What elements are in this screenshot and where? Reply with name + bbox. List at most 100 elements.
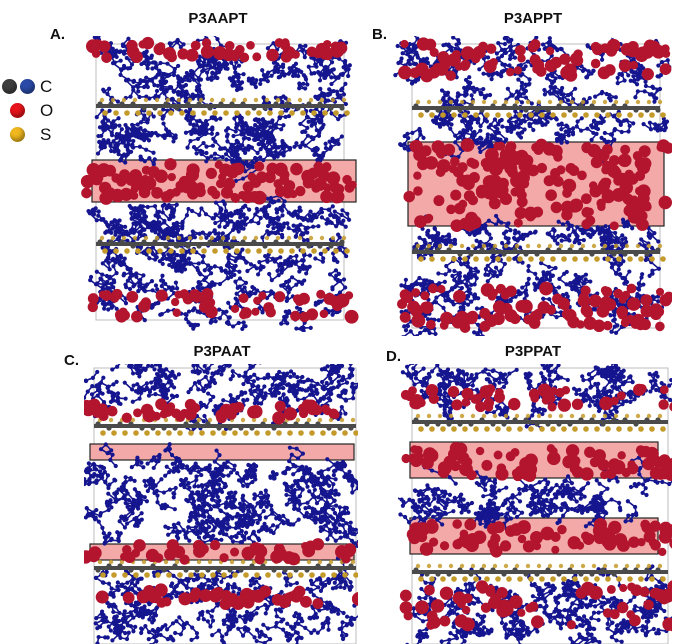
panel-b-atom-mark bbox=[600, 89, 605, 95]
panel-b-atom-mark bbox=[550, 256, 556, 262]
panel-a-atom-mark bbox=[215, 131, 220, 136]
panel-a-atom-mark bbox=[153, 43, 166, 56]
panel-a-atom-mark bbox=[311, 224, 316, 229]
panel-b-atom-mark bbox=[504, 137, 509, 142]
panel-a-atom-mark bbox=[313, 256, 318, 261]
panel-a-atom-mark bbox=[121, 140, 126, 145]
panel-a-atom-mark bbox=[269, 278, 274, 283]
panel-b-atom-mark bbox=[422, 328, 428, 333]
panel-b-atom-mark bbox=[435, 247, 441, 253]
panel-a-atom-mark bbox=[278, 261, 284, 267]
panel-a-atom-mark bbox=[339, 134, 345, 139]
panel-a-atom-mark bbox=[340, 86, 345, 91]
panel-b-atom-mark bbox=[477, 67, 482, 72]
panel-a-atom-mark bbox=[297, 205, 302, 210]
panel-a-atom-mark bbox=[121, 97, 127, 103]
panel-a-atom-mark bbox=[305, 82, 310, 87]
panel-b-atom-mark bbox=[643, 79, 648, 84]
panel-a-atom-mark bbox=[330, 285, 335, 290]
panel-a-atom-mark bbox=[186, 118, 191, 123]
panel-a-atom-mark bbox=[105, 279, 110, 285]
panel-b-atom-mark bbox=[440, 112, 446, 118]
panel-b-atom-mark bbox=[482, 95, 487, 100]
panel-a-atom-mark bbox=[273, 101, 279, 107]
panel-b-atom-mark bbox=[552, 238, 558, 243]
panel-a-atom-mark bbox=[131, 284, 136, 289]
panel-b-atom-mark bbox=[636, 74, 641, 80]
panel-b-atom-mark bbox=[559, 92, 564, 97]
panel-b-atom-mark bbox=[503, 243, 509, 249]
panel-a-atom-mark bbox=[247, 172, 257, 182]
panel-a-atom-mark bbox=[271, 41, 276, 46]
panel-a-atom-mark bbox=[131, 88, 136, 93]
panel-a-atom-mark bbox=[156, 94, 161, 99]
panel-a-atom-mark bbox=[319, 309, 329, 319]
panel-a-atom-mark bbox=[147, 78, 152, 83]
panel-a-atom-mark bbox=[279, 227, 284, 233]
panel-a-atom-mark bbox=[347, 63, 352, 68]
panel-a-atom-mark bbox=[301, 232, 306, 237]
panel-b-atom-mark bbox=[619, 72, 625, 78]
panel-a-atom-mark bbox=[241, 205, 246, 210]
panel-a-atom-mark bbox=[157, 225, 162, 230]
panel-b-atom-mark bbox=[553, 289, 558, 294]
panel-b-atom-mark bbox=[487, 92, 493, 98]
panel-b-atom-mark bbox=[536, 243, 542, 249]
panel-a-atom-mark bbox=[263, 302, 275, 313]
panel-a-atom-mark bbox=[208, 320, 213, 325]
panel-b-atom-mark bbox=[649, 112, 655, 118]
panel-a-atom-mark bbox=[197, 54, 202, 59]
panel-b-atom-mark bbox=[485, 263, 490, 268]
panel-a-atom-mark bbox=[299, 281, 305, 286]
panel-b-atom-mark bbox=[613, 99, 619, 105]
panel-a-atom-mark bbox=[241, 136, 247, 141]
panel-a-atom-mark bbox=[213, 212, 218, 217]
panel-a-atom-mark bbox=[154, 235, 160, 241]
panel-b-atom-mark bbox=[479, 90, 484, 96]
panel-b-atom-mark bbox=[526, 268, 531, 274]
panel-a-atom-mark bbox=[171, 222, 176, 227]
panel-a-atom-mark bbox=[304, 271, 309, 276]
panel-b-atom-mark bbox=[456, 38, 461, 43]
panel-a-atom-mark bbox=[195, 186, 206, 198]
panel-a-atom-mark bbox=[286, 235, 292, 241]
panel-b-atom-mark bbox=[608, 313, 613, 318]
panel-b-atom-mark bbox=[635, 89, 640, 94]
panel-a-atom-mark bbox=[167, 73, 172, 78]
panel-a-atom-mark bbox=[280, 208, 285, 213]
panel-a-atom-mark bbox=[328, 213, 333, 218]
panel-a-atom-mark bbox=[336, 141, 341, 147]
panel-a-atom-mark bbox=[280, 99, 285, 105]
panel-a-atom-mark bbox=[96, 209, 101, 214]
panel-b-atom-mark bbox=[553, 265, 558, 271]
panel-a-atom-mark bbox=[327, 272, 333, 277]
panel-b-atom-mark bbox=[499, 268, 504, 273]
panel-b-atom-mark bbox=[659, 60, 665, 65]
panel-b-atom-mark bbox=[621, 241, 626, 247]
panel-a-atom-mark bbox=[114, 306, 119, 311]
panel-a-atom-mark bbox=[330, 312, 335, 317]
panel-a-atom-mark bbox=[127, 138, 132, 143]
panel-b-atom-mark bbox=[478, 149, 483, 154]
panel-a-atom-mark bbox=[184, 259, 189, 264]
panel-b-atom-mark bbox=[648, 127, 654, 132]
panel-a-atom-mark bbox=[141, 105, 147, 111]
panel-b-atom-mark bbox=[567, 127, 572, 132]
panel-a-atom-mark bbox=[274, 210, 280, 215]
panel-a-atom-mark bbox=[298, 222, 303, 227]
panel-a-atom-mark bbox=[335, 259, 340, 265]
panel-b-atom-mark bbox=[639, 275, 644, 280]
panel-b-atom-mark bbox=[398, 65, 412, 80]
panel-a-atom-mark bbox=[159, 278, 164, 283]
panel-b-atom-mark bbox=[550, 112, 556, 118]
panel-a-atom-mark bbox=[246, 40, 255, 50]
panel-a-atom-mark bbox=[101, 287, 106, 292]
panel-b-atom-mark bbox=[572, 112, 578, 118]
panel-a-atom-mark bbox=[127, 286, 133, 292]
panel-b-atom-mark bbox=[516, 90, 521, 95]
panel-b-atom-mark bbox=[451, 36, 456, 40]
panel-b-atom-mark bbox=[478, 239, 483, 245]
panel-a-atom-mark bbox=[199, 206, 204, 211]
panel-a-atom-mark bbox=[205, 156, 210, 161]
panel-a-atom-mark bbox=[283, 318, 288, 323]
